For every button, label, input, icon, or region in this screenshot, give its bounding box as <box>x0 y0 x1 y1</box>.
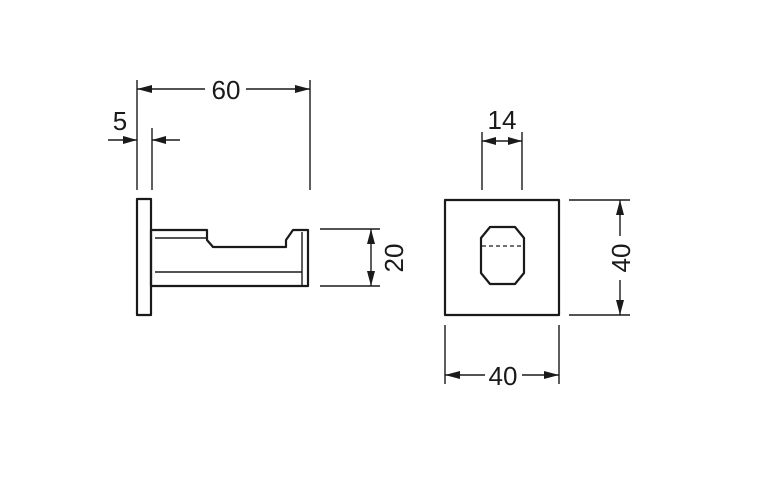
dimension-label-14: 14 <box>488 105 517 135</box>
dimension-40-horizontal: 40 <box>444 325 560 391</box>
side-view <box>135 197 310 317</box>
dimension-5: 5 <box>108 106 180 190</box>
dimension-14: 14 <box>481 105 523 190</box>
dimension-60: 60 <box>136 75 311 190</box>
dimension-40-vertical: 40 <box>569 199 636 316</box>
side-wall-plate <box>135 197 153 317</box>
dimension-label-40-horizontal: 40 <box>489 361 518 391</box>
side-hook-body <box>149 228 310 288</box>
dimension-label-20: 20 <box>379 244 409 273</box>
front-view <box>443 198 561 317</box>
dimension-label-5: 5 <box>113 106 127 136</box>
dimension-label-40-vertical: 40 <box>606 244 636 273</box>
front-slot <box>479 225 526 286</box>
dimension-label-60: 60 <box>212 75 241 105</box>
dimension-20: 20 <box>320 228 409 287</box>
front-plate <box>443 198 561 317</box>
